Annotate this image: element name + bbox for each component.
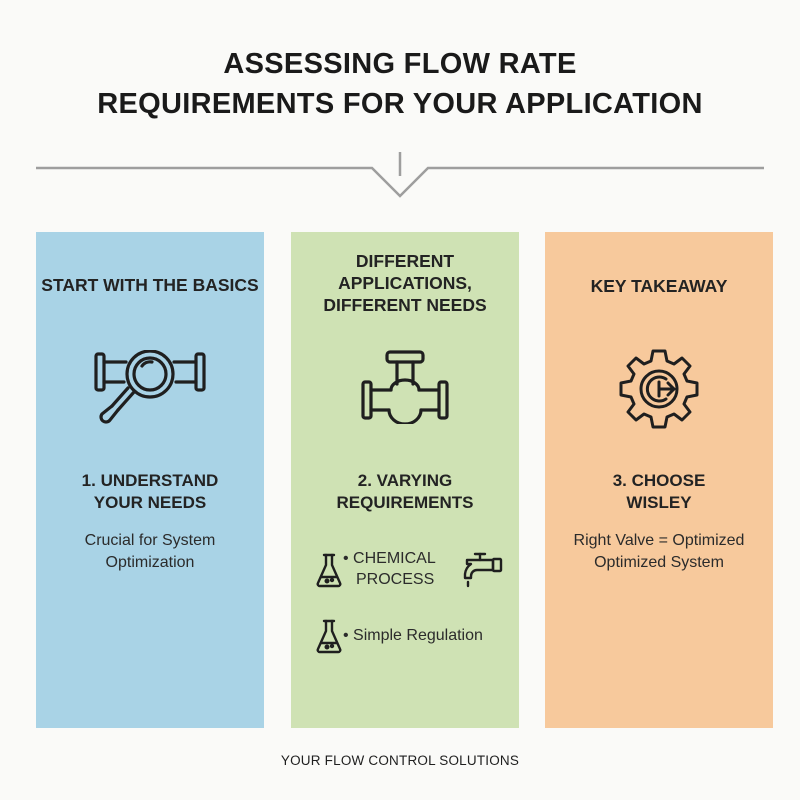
step-title: 1. UNDERSTAND YOUR NEEDS: [36, 470, 264, 514]
step-body-line-1: Crucial for System: [84, 532, 216, 549]
step-title: 3. CHOOSE WISLEY: [545, 470, 773, 514]
panel-heading-line-2: APPLICATIONS,: [338, 273, 472, 293]
panel-different-needs: DIFFERENT APPLICATIONS, DIFFERENT NEEDS …: [291, 232, 519, 728]
step-body-line-1: Right Valve = Optimized: [573, 532, 745, 549]
pipe-valve-icon: [361, 350, 449, 424]
bullet-line-2: PROCESS: [356, 571, 435, 588]
faucet-icon: [463, 552, 503, 588]
bullet-simple-regulation: • Simple Regulation: [343, 625, 483, 646]
step-title-line-1: 1. UNDERSTAND: [81, 471, 219, 490]
flask-icon: [316, 553, 342, 588]
step-title-line-2: YOUR NEEDS: [93, 493, 207, 512]
bullet-chemical-process: • CHEMICAL PROCESS: [343, 548, 436, 590]
header-divider: [36, 152, 764, 198]
page-title: ASSESSING FLOW RATE REQUIREMENTS FOR YOU…: [0, 44, 800, 124]
panel-heading: START WITH THE BASICS: [41, 275, 259, 295]
step-title-line-1: 2. VARYING: [357, 471, 453, 490]
panel-heading-line-3: DIFFERENT NEEDS: [323, 295, 487, 315]
step-title-line-1: 3. CHOOSE: [612, 471, 706, 490]
gear-arrow-icon: [619, 349, 699, 429]
panel-key-takeaway: KEY TAKEAWAY 3. CHOOSE WISLEY Right Valv…: [545, 232, 773, 728]
bullet-line-1: • Simple Regulation: [343, 627, 483, 644]
step-body: Right Valve = Optimized Optimized System: [545, 530, 773, 574]
panel-heading: KEY TAKEAWAY: [590, 276, 728, 296]
panel-start-with-basics: START WITH THE BASICS 1. UNDERSTAND YOUR…: [36, 232, 264, 728]
step-title: 2. VARYING REQUIREMENTS: [291, 470, 519, 514]
panel-heading-line-1: DIFFERENT: [355, 251, 455, 271]
step-body: Crucial for System Optimization: [36, 530, 264, 574]
flask-icon: [316, 619, 342, 654]
panel-heading: DIFFERENT APPLICATIONS, DIFFERENT NEEDS: [291, 250, 519, 316]
step-body-line-2: Optimized System: [594, 554, 724, 571]
step-title-line-2: WISLEY: [626, 493, 692, 512]
footer-brand: YOUR FLOW CONTROL SOLUTIONS: [280, 753, 520, 768]
bullet-line-1: • CHEMICAL: [343, 550, 436, 567]
title-line-2: REQUIREMENTS FOR YOUR APPLICATION: [97, 88, 703, 120]
pipe-magnifier-icon: [94, 350, 206, 424]
title-line-1: ASSESSING FLOW RATE: [223, 48, 577, 80]
step-title-line-2: REQUIREMENTS: [336, 493, 474, 512]
step-body-line-2: Optimization: [105, 554, 195, 571]
